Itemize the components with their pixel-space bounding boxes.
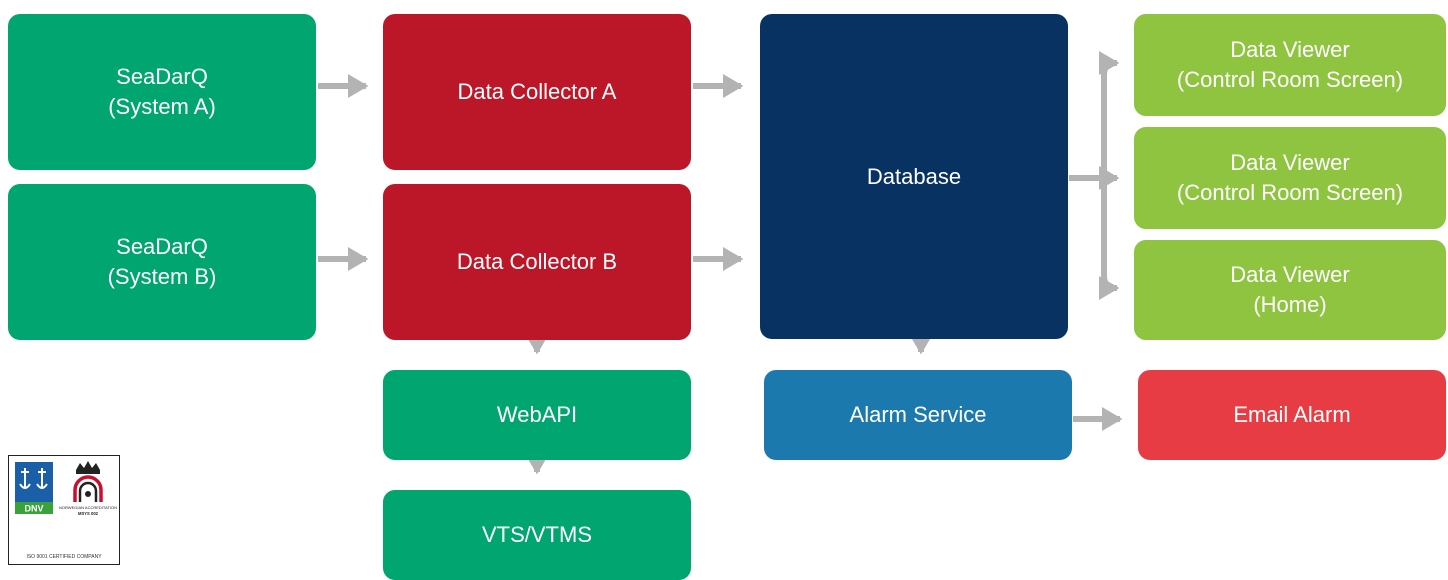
- node-sublabel: (System A): [108, 94, 216, 119]
- vts-vtms-node: VTS/VTMS: [383, 490, 691, 580]
- node-label: Data Collector A: [457, 79, 617, 105]
- email-alarm-node: Email Alarm: [1138, 370, 1446, 460]
- certification-badge: DNV NORWEGIAN ACCREDITATION MSYS 002 ISO…: [8, 455, 120, 565]
- data-collector-a-node: Data Collector A: [383, 14, 691, 170]
- data-collector-b-node: Data Collector B: [383, 184, 691, 340]
- node-sublabel: (Control Room Screen): [1176, 180, 1404, 205]
- node-label: SeaDarQ: [116, 234, 208, 260]
- node-label: VTS/VTMS: [481, 522, 592, 548]
- certification-caption: ISO 9001 CERTIFIED COMPANY: [26, 554, 102, 560]
- data-viewer-home-node: Data Viewer (Home): [1134, 240, 1446, 340]
- node-label: Email Alarm: [1233, 402, 1351, 428]
- svg-text:MSYS 002: MSYS 002: [78, 511, 99, 516]
- accreditation-mark-icon: [73, 475, 103, 502]
- node-label: Data Viewer: [1230, 262, 1350, 288]
- node-sublabel: (Control Room Screen): [1176, 67, 1404, 92]
- svg-text:NORWEGIAN ACCREDITATION: NORWEGIAN ACCREDITATION: [59, 505, 117, 510]
- node-label: SeaDarQ: [116, 64, 208, 90]
- node-label: Alarm Service: [849, 402, 987, 428]
- node-sublabel: (Home): [1253, 292, 1327, 317]
- dnv-logo-icon: DNV: [15, 462, 53, 514]
- node-label: WebAPI: [496, 402, 578, 428]
- node-label: Data Collector B: [456, 249, 618, 275]
- connector-viewer-branch-trunk: [1101, 60, 1117, 291]
- certification-logos: DNV NORWEGIAN ACCREDITATION MSYS 002: [15, 461, 117, 516]
- alarm-service-node: Alarm Service: [764, 370, 1072, 460]
- node-label: Database: [866, 163, 962, 189]
- data-viewer-control-room-2-node: Data Viewer (Control Room Screen): [1134, 127, 1446, 229]
- data-viewer-control-room-1-node: Data Viewer (Control Room Screen): [1134, 14, 1446, 116]
- node-label: Data Viewer: [1230, 37, 1350, 63]
- database-node: Database: [760, 14, 1068, 339]
- seadarq-system-b-node: SeaDarQ (System B): [8, 184, 316, 340]
- node-label: Data Viewer: [1230, 150, 1350, 176]
- seadarq-system-a-node: SeaDarQ (System A): [8, 14, 316, 170]
- accreditation-crown-icon: [76, 461, 100, 474]
- webapi-node: WebAPI: [383, 370, 691, 460]
- node-sublabel: (System B): [107, 264, 217, 289]
- svg-text:DNV: DNV: [24, 504, 43, 514]
